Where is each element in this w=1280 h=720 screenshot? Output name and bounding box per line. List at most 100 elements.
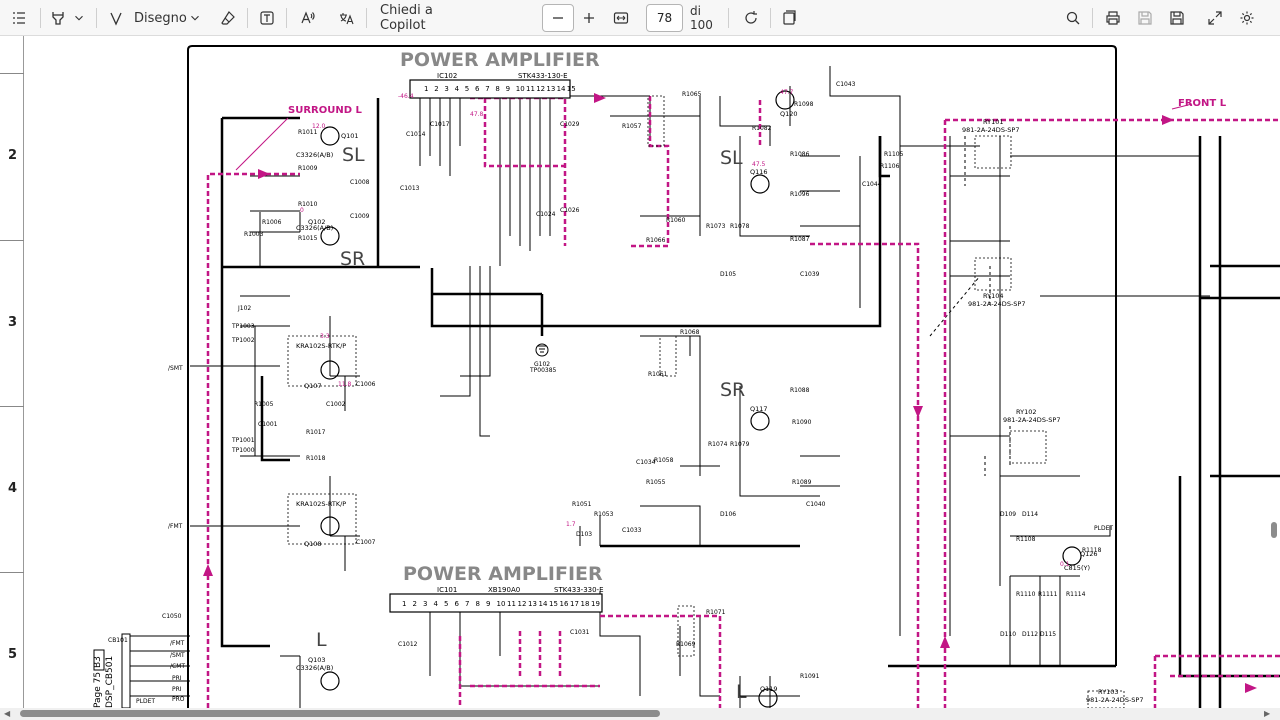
ic102-pin: 12 bbox=[536, 85, 545, 93]
ic101-pin: 9 bbox=[486, 600, 490, 608]
board-outline bbox=[187, 45, 1117, 708]
side-label: PLDET bbox=[1094, 525, 1113, 532]
side-label: /SMT bbox=[170, 652, 185, 659]
capacitor-label: C1013 bbox=[400, 185, 420, 192]
read-aloud-icon[interactable] bbox=[296, 6, 320, 30]
capacitor-label: C1029 bbox=[560, 121, 580, 128]
resistor-label: R1091 bbox=[800, 673, 820, 680]
resistor-label: R1009 bbox=[298, 165, 318, 172]
side-label: /FMT bbox=[168, 523, 183, 530]
capacitor-label: C1026 bbox=[560, 207, 580, 214]
ic102-part: STK433-130-E bbox=[518, 72, 568, 80]
transistor-labels: Q101 C3326(A/B) Q102 C3326(A/B) Q103 C33… bbox=[296, 110, 1098, 693]
chevron-down-icon[interactable] bbox=[72, 6, 86, 30]
label-sr-1: SR bbox=[340, 248, 365, 270]
save-icon[interactable] bbox=[1134, 6, 1156, 30]
transistor-symbols bbox=[320, 90, 1082, 708]
scroll-right-icon[interactable]: ▶ bbox=[1264, 709, 1271, 718]
resistor-label: R1105 bbox=[884, 151, 904, 158]
ic102-pin: 5 bbox=[465, 85, 469, 93]
copilot-button[interactable]: Chiedi a Copilot bbox=[380, 3, 472, 33]
fullscreen-icon[interactable] bbox=[1204, 6, 1226, 30]
resistor-label: R1114 bbox=[1066, 591, 1086, 598]
transistor-q126-part: C815(Y) bbox=[1064, 564, 1090, 572]
resistor-label: R1078 bbox=[730, 223, 750, 230]
ic102-pin: 11 bbox=[526, 85, 535, 93]
diode-label: D103 bbox=[576, 531, 592, 538]
zoom-in-button[interactable] bbox=[578, 6, 600, 30]
resistor-label: R1074 bbox=[708, 441, 728, 448]
diode-label: D109 bbox=[1000, 511, 1016, 518]
highlight-icon[interactable] bbox=[48, 6, 68, 30]
capacitor-labels: C1008C1009C1013C1014C1017C1024C1026C1029… bbox=[162, 81, 882, 648]
resistor-label: R1053 bbox=[594, 511, 614, 518]
resistor-label: R1088 bbox=[790, 387, 810, 394]
horizontal-scroll-thumb[interactable] bbox=[20, 710, 660, 717]
zoom-out-button[interactable] bbox=[542, 4, 574, 32]
transistor-q103-part: C3326(A/B) bbox=[296, 664, 333, 672]
voltage-label: -46.4 bbox=[398, 93, 414, 100]
relay-ry102-name: RY102 bbox=[1016, 408, 1036, 416]
page-ref-dsp: DSP_CB501 bbox=[105, 656, 115, 708]
connector-label: TP1003 bbox=[231, 323, 255, 330]
ic102-box bbox=[409, 79, 571, 99]
voltage-label: 0.1 bbox=[1060, 561, 1070, 568]
capacitor-label: C1039 bbox=[800, 271, 820, 278]
side-label: /SMT bbox=[168, 365, 183, 372]
ruler-number-3: 3 bbox=[8, 315, 18, 330]
resistor-label: R1118 bbox=[1082, 547, 1102, 554]
search-icon[interactable] bbox=[1062, 6, 1084, 30]
capacitor-label: C1017 bbox=[430, 121, 450, 128]
copilot-label: Chiedi a Copilot bbox=[380, 3, 433, 33]
vertical-scroll-thumb[interactable] bbox=[1271, 522, 1277, 538]
relay-ry104-part: 981-2A-24DS-SP7 bbox=[968, 300, 1025, 308]
ic102-pin: 9 bbox=[506, 85, 510, 93]
translate-icon[interactable] bbox=[334, 6, 358, 30]
diode-label: D114 bbox=[1022, 511, 1038, 518]
resistor-label: R1110 bbox=[1016, 591, 1036, 598]
ic102-pin: 15 bbox=[567, 85, 576, 93]
connector-label: TP00385 bbox=[529, 367, 557, 374]
label-surround-l: SURROUND L bbox=[288, 105, 362, 116]
print-icon[interactable] bbox=[1102, 6, 1124, 30]
ic102-pin: 2 bbox=[434, 85, 438, 93]
connector-label: G102 bbox=[534, 361, 550, 368]
capacitor-label: C1031 bbox=[570, 629, 590, 636]
save-as-icon[interactable] bbox=[1166, 6, 1188, 30]
capacitor-label: C1014 bbox=[406, 131, 426, 138]
fit-page-icon[interactable] bbox=[610, 6, 632, 30]
draw-icon[interactable] bbox=[106, 6, 126, 30]
text-box-icon[interactable] bbox=[256, 6, 278, 30]
page-number-input[interactable]: 78 bbox=[646, 4, 683, 32]
resistor-label: R1089 bbox=[792, 479, 812, 486]
ground-g102 bbox=[535, 343, 549, 357]
resistor-label: R1069 bbox=[676, 641, 696, 648]
capacitor-label: C1002 bbox=[326, 401, 346, 408]
rotate-icon[interactable] bbox=[740, 6, 762, 30]
menu-icon[interactable] bbox=[8, 6, 30, 30]
ruler-tick bbox=[0, 240, 24, 241]
toolbar-separator bbox=[770, 8, 771, 28]
zoom-out-icon bbox=[553, 17, 563, 19]
settings-icon[interactable] bbox=[1236, 6, 1258, 30]
side-label: PRI bbox=[172, 675, 182, 682]
resistor-label: R1058 bbox=[654, 457, 674, 464]
resistor-label: R1010 bbox=[298, 201, 318, 208]
ic102-pin: 6 bbox=[475, 85, 480, 93]
resistor-label: R1073 bbox=[706, 223, 726, 230]
document-viewport[interactable]: POWER AMPLIFIER POWER AMPLIFIER SURROUND… bbox=[0, 36, 1280, 708]
scroll-left-icon[interactable]: ◀ bbox=[4, 709, 11, 718]
voltage-label: 47.8 bbox=[470, 111, 484, 118]
draw-button[interactable]: Disegno bbox=[134, 6, 187, 30]
signal-path bbox=[206, 96, 1280, 708]
ic101-label: IC101 bbox=[437, 586, 457, 594]
eraser-icon[interactable] bbox=[217, 6, 239, 30]
page-view-icon[interactable] bbox=[778, 6, 800, 30]
ic101-pin: 10 bbox=[497, 600, 506, 608]
voltage-label: 47.5 bbox=[752, 161, 766, 168]
transistor-q102: Q102 bbox=[308, 218, 326, 226]
resistor-label: R1018 bbox=[306, 455, 326, 462]
chevron-down-icon[interactable] bbox=[188, 6, 202, 30]
ic101-pin: 16 bbox=[560, 600, 569, 608]
voltage-label: 1.7 bbox=[566, 521, 576, 528]
